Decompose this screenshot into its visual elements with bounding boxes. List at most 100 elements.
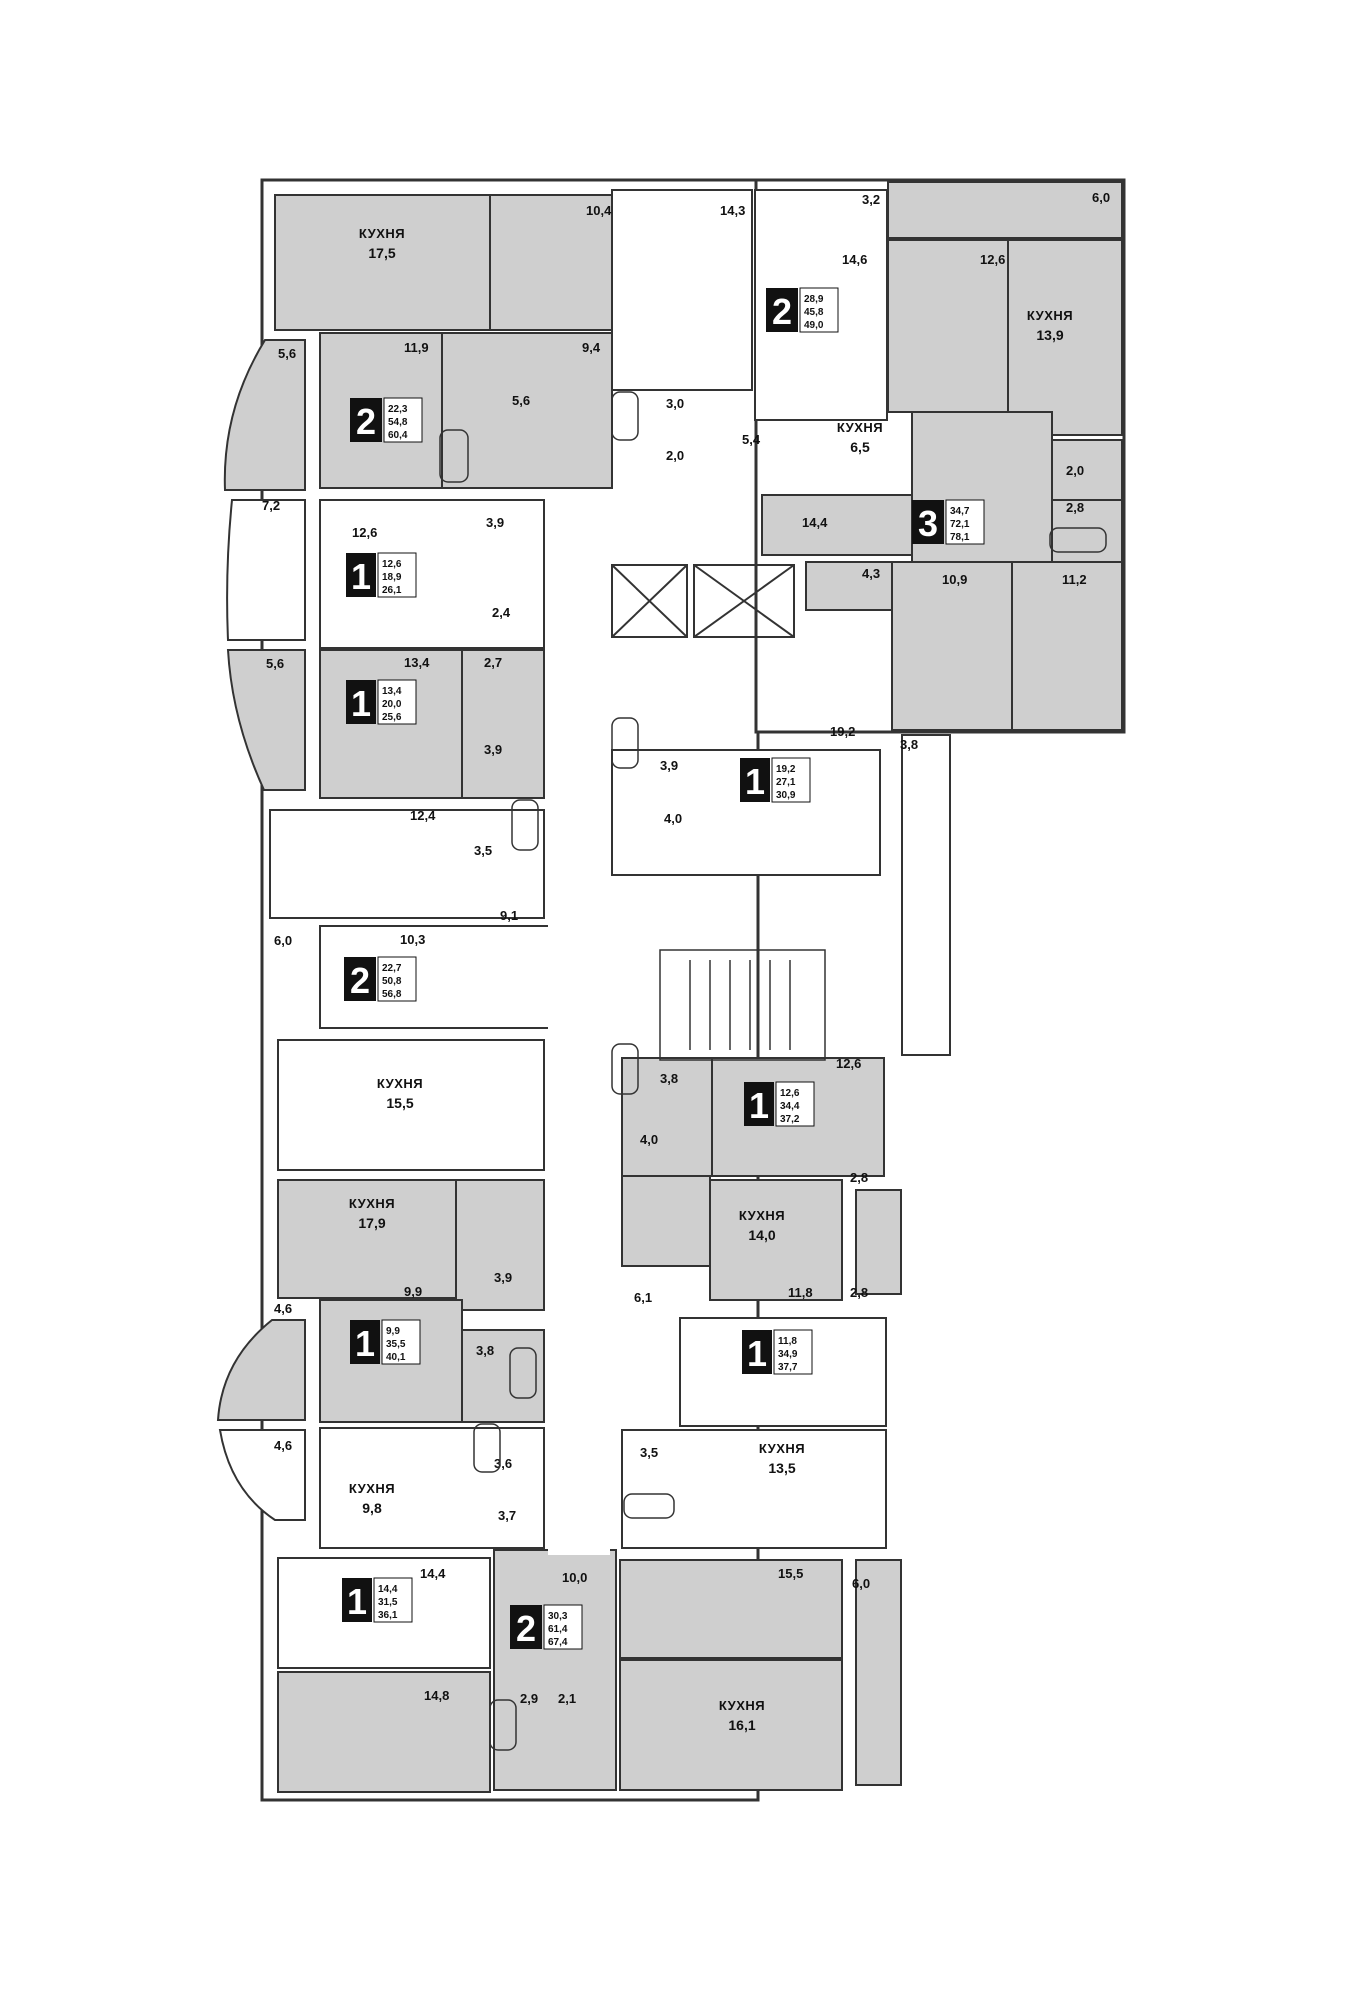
room-kitchen-13-9[interactable] bbox=[1007, 239, 1123, 436]
kitchen-word: КУХНЯ bbox=[837, 420, 883, 435]
apartment-badge[interactable]: 1 13,4 20,0 25,6 bbox=[346, 679, 417, 725]
room-3-8-d[interactable] bbox=[461, 1329, 545, 1423]
room-area: 7,2 bbox=[262, 498, 280, 513]
room-2-30-3-hall[interactable] bbox=[493, 1549, 617, 1791]
apartment-badge[interactable]: 1 14,4 31,5 36,1 bbox=[342, 1577, 413, 1623]
apartment-area-total: 31,5 bbox=[378, 1597, 398, 1608]
room-15-5-b[interactable] bbox=[619, 1559, 843, 1659]
room-6-0-top[interactable] bbox=[887, 181, 1123, 239]
apartment-badge[interactable]: 1 12,6 18,9 26,1 bbox=[346, 552, 417, 598]
bathtub-icon bbox=[611, 1043, 639, 1095]
apartment-rooms: 2 bbox=[350, 960, 370, 1001]
apartment-badge[interactable]: 2 28,9 45,8 49,0 bbox=[766, 287, 839, 333]
apartment-badge[interactable]: 1 19,2 27,1 30,9 bbox=[740, 757, 811, 803]
balcony-5-6-mid[interactable] bbox=[226, 649, 306, 791]
elevators bbox=[611, 564, 795, 638]
room-9-4[interactable] bbox=[441, 332, 613, 489]
apartment-area-living: 19,2 bbox=[776, 764, 796, 775]
apartment-badge[interactable]: 2 30,3 61,4 67,4 bbox=[510, 1604, 583, 1650]
apartment-rooms: 1 bbox=[347, 1581, 367, 1622]
kitchen-area: 17,5 bbox=[368, 245, 395, 261]
room-area: 2,8 bbox=[850, 1285, 868, 1300]
room-area: 14,4 bbox=[802, 515, 828, 530]
apartment-area-full: 30,9 bbox=[776, 790, 796, 801]
room-area: 14,8 bbox=[424, 1688, 449, 1703]
apartment-area-full: 25,6 bbox=[382, 712, 402, 723]
room-4-0-c[interactable] bbox=[621, 1175, 711, 1267]
room-2-0-bath[interactable] bbox=[1051, 439, 1123, 501]
balcony-5-6-top[interactable] bbox=[223, 339, 306, 491]
room-6-0-b[interactable] bbox=[855, 1559, 902, 1786]
apartment-badge[interactable]: 1 11,8 34,9 37,7 bbox=[742, 1329, 813, 1375]
room-4-3[interactable] bbox=[805, 561, 893, 611]
staircase bbox=[659, 949, 826, 1061]
room-kitchen-14-0[interactable] bbox=[709, 1179, 843, 1301]
kitchen-area: 9,8 bbox=[362, 1500, 382, 1516]
kitchen-labels: КУХНЯ 17,5 КУХНЯ 13,9 КУХНЯ 6,5 КУХНЯ 15… bbox=[349, 226, 1073, 1733]
bathtub-icon bbox=[611, 717, 639, 769]
room-10-4[interactable] bbox=[489, 194, 613, 331]
room-area: 6,1 bbox=[634, 1290, 652, 1305]
room-10-9[interactable] bbox=[891, 561, 1013, 731]
room-14-4[interactable] bbox=[761, 494, 913, 556]
room-area: 3,6 bbox=[494, 1456, 512, 1471]
room-area: 6,0 bbox=[1092, 190, 1110, 205]
room-area: 13,4 bbox=[404, 655, 430, 670]
room-2-8-c[interactable] bbox=[855, 1189, 902, 1295]
apartment-rooms: 1 bbox=[355, 1323, 375, 1364]
room-area: 14,6 bbox=[842, 252, 867, 267]
bathtub-icon bbox=[611, 391, 639, 441]
apartment-area-living: 30,3 bbox=[548, 1611, 568, 1622]
room-area: 14,4 bbox=[420, 1566, 446, 1581]
room-area: 5,4 bbox=[742, 432, 761, 447]
apartment-rooms: 1 bbox=[745, 761, 765, 802]
room-area: 5,6 bbox=[266, 656, 284, 671]
apartment-badge[interactable]: 1 12,6 34,4 37,2 bbox=[744, 1081, 815, 1127]
room-kitchen-16-1[interactable] bbox=[619, 1659, 843, 1791]
apartment-badge[interactable]: 1 9,9 35,5 40,1 bbox=[350, 1319, 421, 1365]
room-11-2[interactable] bbox=[1011, 561, 1123, 731]
room-kitchen-17-9[interactable] bbox=[277, 1179, 457, 1299]
room-area: 4,0 bbox=[664, 811, 682, 826]
apartment-badge[interactable]: 2 22,3 54,8 60,4 bbox=[350, 397, 423, 443]
apartment-area-living: 13,4 bbox=[382, 686, 402, 697]
room-area: 3,9 bbox=[484, 742, 502, 757]
room-area: 6,0 bbox=[274, 933, 292, 948]
apartment-area-full: 60,4 bbox=[388, 430, 408, 441]
room-14-8[interactable] bbox=[277, 1671, 491, 1793]
apartment-area-total: 45,8 bbox=[804, 307, 824, 318]
apartment-badge[interactable]: 3 34,7 72,1 78,1 bbox=[912, 499, 985, 545]
kitchen-area: 13,5 bbox=[768, 1460, 795, 1476]
kitchen-word: КУХНЯ bbox=[739, 1208, 785, 1223]
room-12-6-top[interactable] bbox=[887, 239, 1009, 413]
apartment-area-full: 36,1 bbox=[378, 1610, 398, 1621]
balcony-4-6[interactable] bbox=[216, 1319, 306, 1421]
bathtub-icon bbox=[1049, 527, 1107, 553]
white-rooms bbox=[218, 189, 888, 1669]
apartment-area-full: 56,8 bbox=[382, 989, 402, 1000]
kitchen-area: 15,5 bbox=[386, 1095, 413, 1111]
kitchen-area: 13,9 bbox=[1036, 327, 1063, 343]
room-area: 12,6 bbox=[352, 525, 377, 540]
bathtub-icon bbox=[473, 1423, 501, 1473]
room-kitchen-17-5[interactable] bbox=[274, 194, 491, 331]
room-area: 12,6 bbox=[980, 252, 1005, 267]
apartment-badge[interactable]: 2 22,7 50,8 56,8 bbox=[344, 956, 417, 1002]
apartment-area-full: 37,7 bbox=[778, 1362, 798, 1373]
apartment-rooms: 2 bbox=[356, 401, 376, 442]
room-area: 10,3 bbox=[400, 932, 425, 947]
apartment-badges: 2 28,9 45,8 49,0 2 22,3 54,8 60,4 3 34,7… bbox=[342, 287, 985, 1650]
room-3-9-d[interactable] bbox=[455, 1179, 545, 1311]
room-3-8-c[interactable] bbox=[621, 1057, 713, 1177]
room-area: 3,0 bbox=[666, 396, 684, 411]
room-area: 10,4 bbox=[586, 203, 612, 218]
apartment-rooms: 2 bbox=[516, 1608, 536, 1649]
bathtub-icon bbox=[623, 1493, 675, 1519]
room-area: 2,0 bbox=[1066, 463, 1084, 478]
apartment-area-full: 67,4 bbox=[548, 1637, 568, 1648]
kitchen-area: 6,5 bbox=[850, 439, 870, 455]
apartment-area-total: 50,8 bbox=[382, 976, 402, 987]
kitchen-area: 14,0 bbox=[748, 1227, 775, 1243]
room-3-9-b[interactable] bbox=[461, 649, 545, 799]
